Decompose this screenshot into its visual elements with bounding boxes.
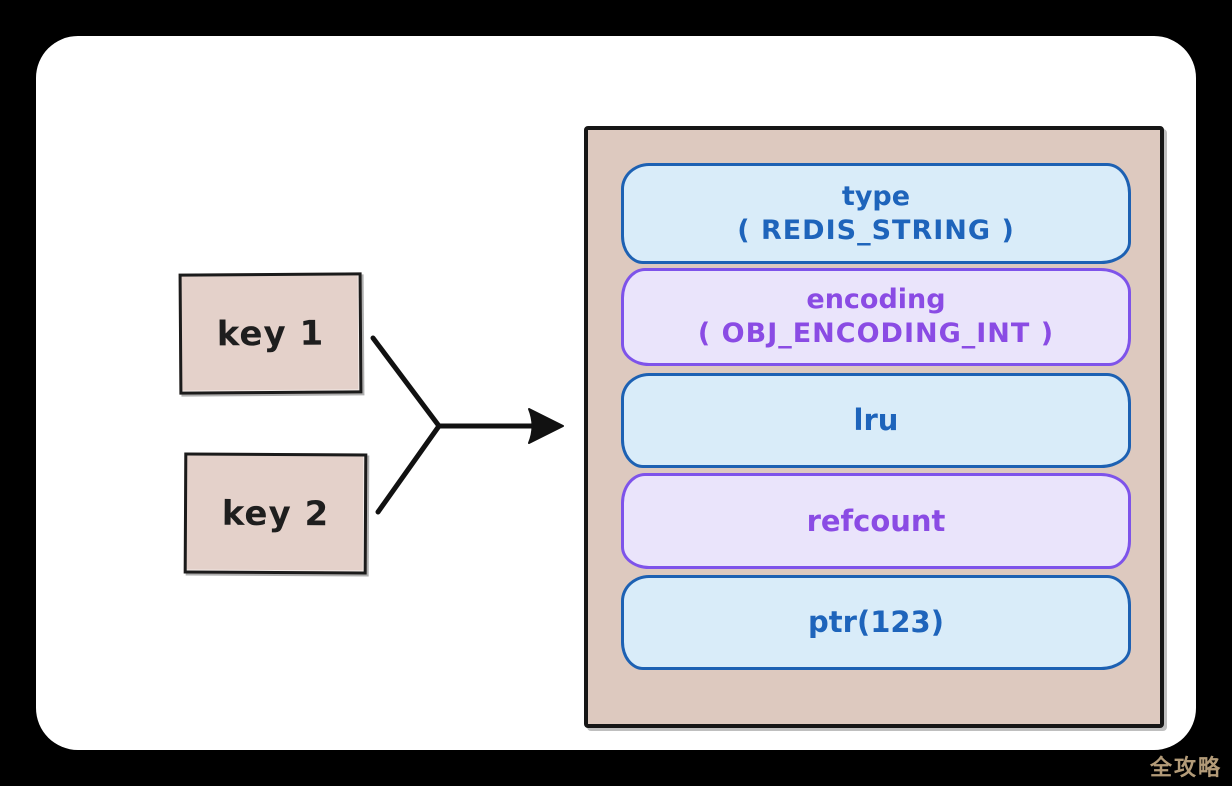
merge-arrow-icon [370, 335, 564, 515]
field-lru: lru [621, 373, 1131, 468]
key2-label: key 2 [221, 493, 330, 534]
watermark-text: 全攻略 [1149, 756, 1222, 781]
field-encoding-value: ( OBJ_ENCODING_INT ) [697, 318, 1055, 349]
field-encoding: encoding ( OBJ_ENCODING_INT ) [621, 268, 1131, 366]
field-type: type ( REDIS_STRING ) [621, 163, 1131, 264]
field-refcount: refcount [621, 473, 1131, 569]
field-refcount-name: refcount [806, 503, 946, 538]
field-encoding-name: encoding [806, 284, 946, 316]
key1-box: key 1 [178, 272, 363, 395]
field-ptr-name: ptr(123) [808, 605, 944, 640]
key2-box: key 2 [183, 452, 368, 575]
field-lru-name: lru [853, 403, 899, 438]
redis-object-container: type ( REDIS_STRING ) encoding ( OBJ_ENC… [584, 126, 1164, 728]
field-type-value: ( REDIS_STRING ) [737, 214, 1015, 246]
diagram-card: key 1 key 2 type ( REDIS_STRING ) encodi… [36, 36, 1196, 750]
field-ptr: ptr(123) [621, 575, 1131, 670]
key1-label: key 1 [216, 313, 325, 354]
field-type-name: type [841, 180, 911, 212]
